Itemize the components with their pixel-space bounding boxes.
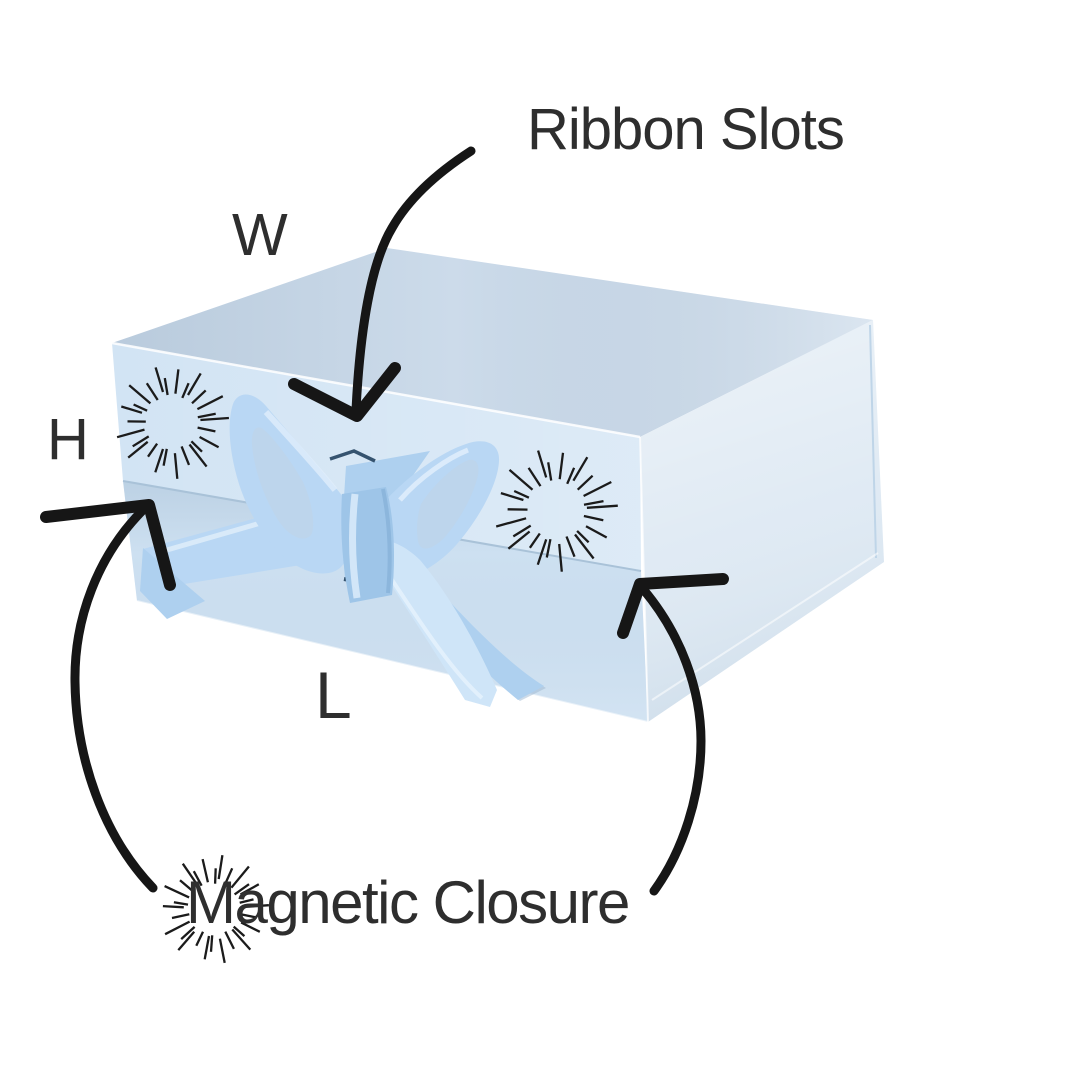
- ribbon-bow: [140, 394, 546, 707]
- curved-arrow-icon: [617, 573, 729, 896]
- magnetic-right-arrow-head: [617, 573, 729, 639]
- magnetic-left-arrow-head: [40, 499, 176, 591]
- right-flap-seam-line: [869, 324, 877, 559]
- bow-left-loop-hole: [251, 427, 314, 539]
- starburst-icon: [162, 855, 269, 964]
- bow-knot-highlight: [349, 493, 361, 599]
- bow-right-loop-hole: [417, 459, 479, 549]
- ribbon-slots-arrow-stem: [351, 146, 476, 415]
- curved-arrow-icon: [40, 499, 176, 893]
- gift-box: [111, 248, 884, 723]
- bottom-edge-highlight: [136, 600, 649, 723]
- label-height: H: [47, 407, 89, 472]
- starburst-icon: [495, 450, 618, 572]
- label-magnetic-closure: Magnetic Closure: [186, 869, 630, 936]
- bow-left-loop-highlight: [263, 409, 338, 492]
- ribbon-top-fold: [344, 451, 430, 497]
- starburst-icon: [116, 367, 229, 479]
- bow-right-loop-highlight: [398, 447, 469, 502]
- label-width: W: [232, 202, 288, 268]
- ribbon-slots-arrow-head: [288, 362, 401, 422]
- label-length: L: [315, 658, 352, 732]
- curved-arrow-icon: [288, 146, 476, 422]
- bow-knot-shade: [381, 488, 392, 594]
- ribbon-front-tail: [368, 540, 497, 707]
- magnetic-right-arrow-stem: [638, 584, 706, 896]
- box-top-face-shading: [112, 248, 873, 437]
- box-right-face-shading: [640, 320, 884, 722]
- label-ribbon-slots: Ribbon Slots: [527, 97, 845, 162]
- ribbon-slot-top: [329, 449, 376, 463]
- magnetic-left-arrow-stem: [70, 506, 158, 893]
